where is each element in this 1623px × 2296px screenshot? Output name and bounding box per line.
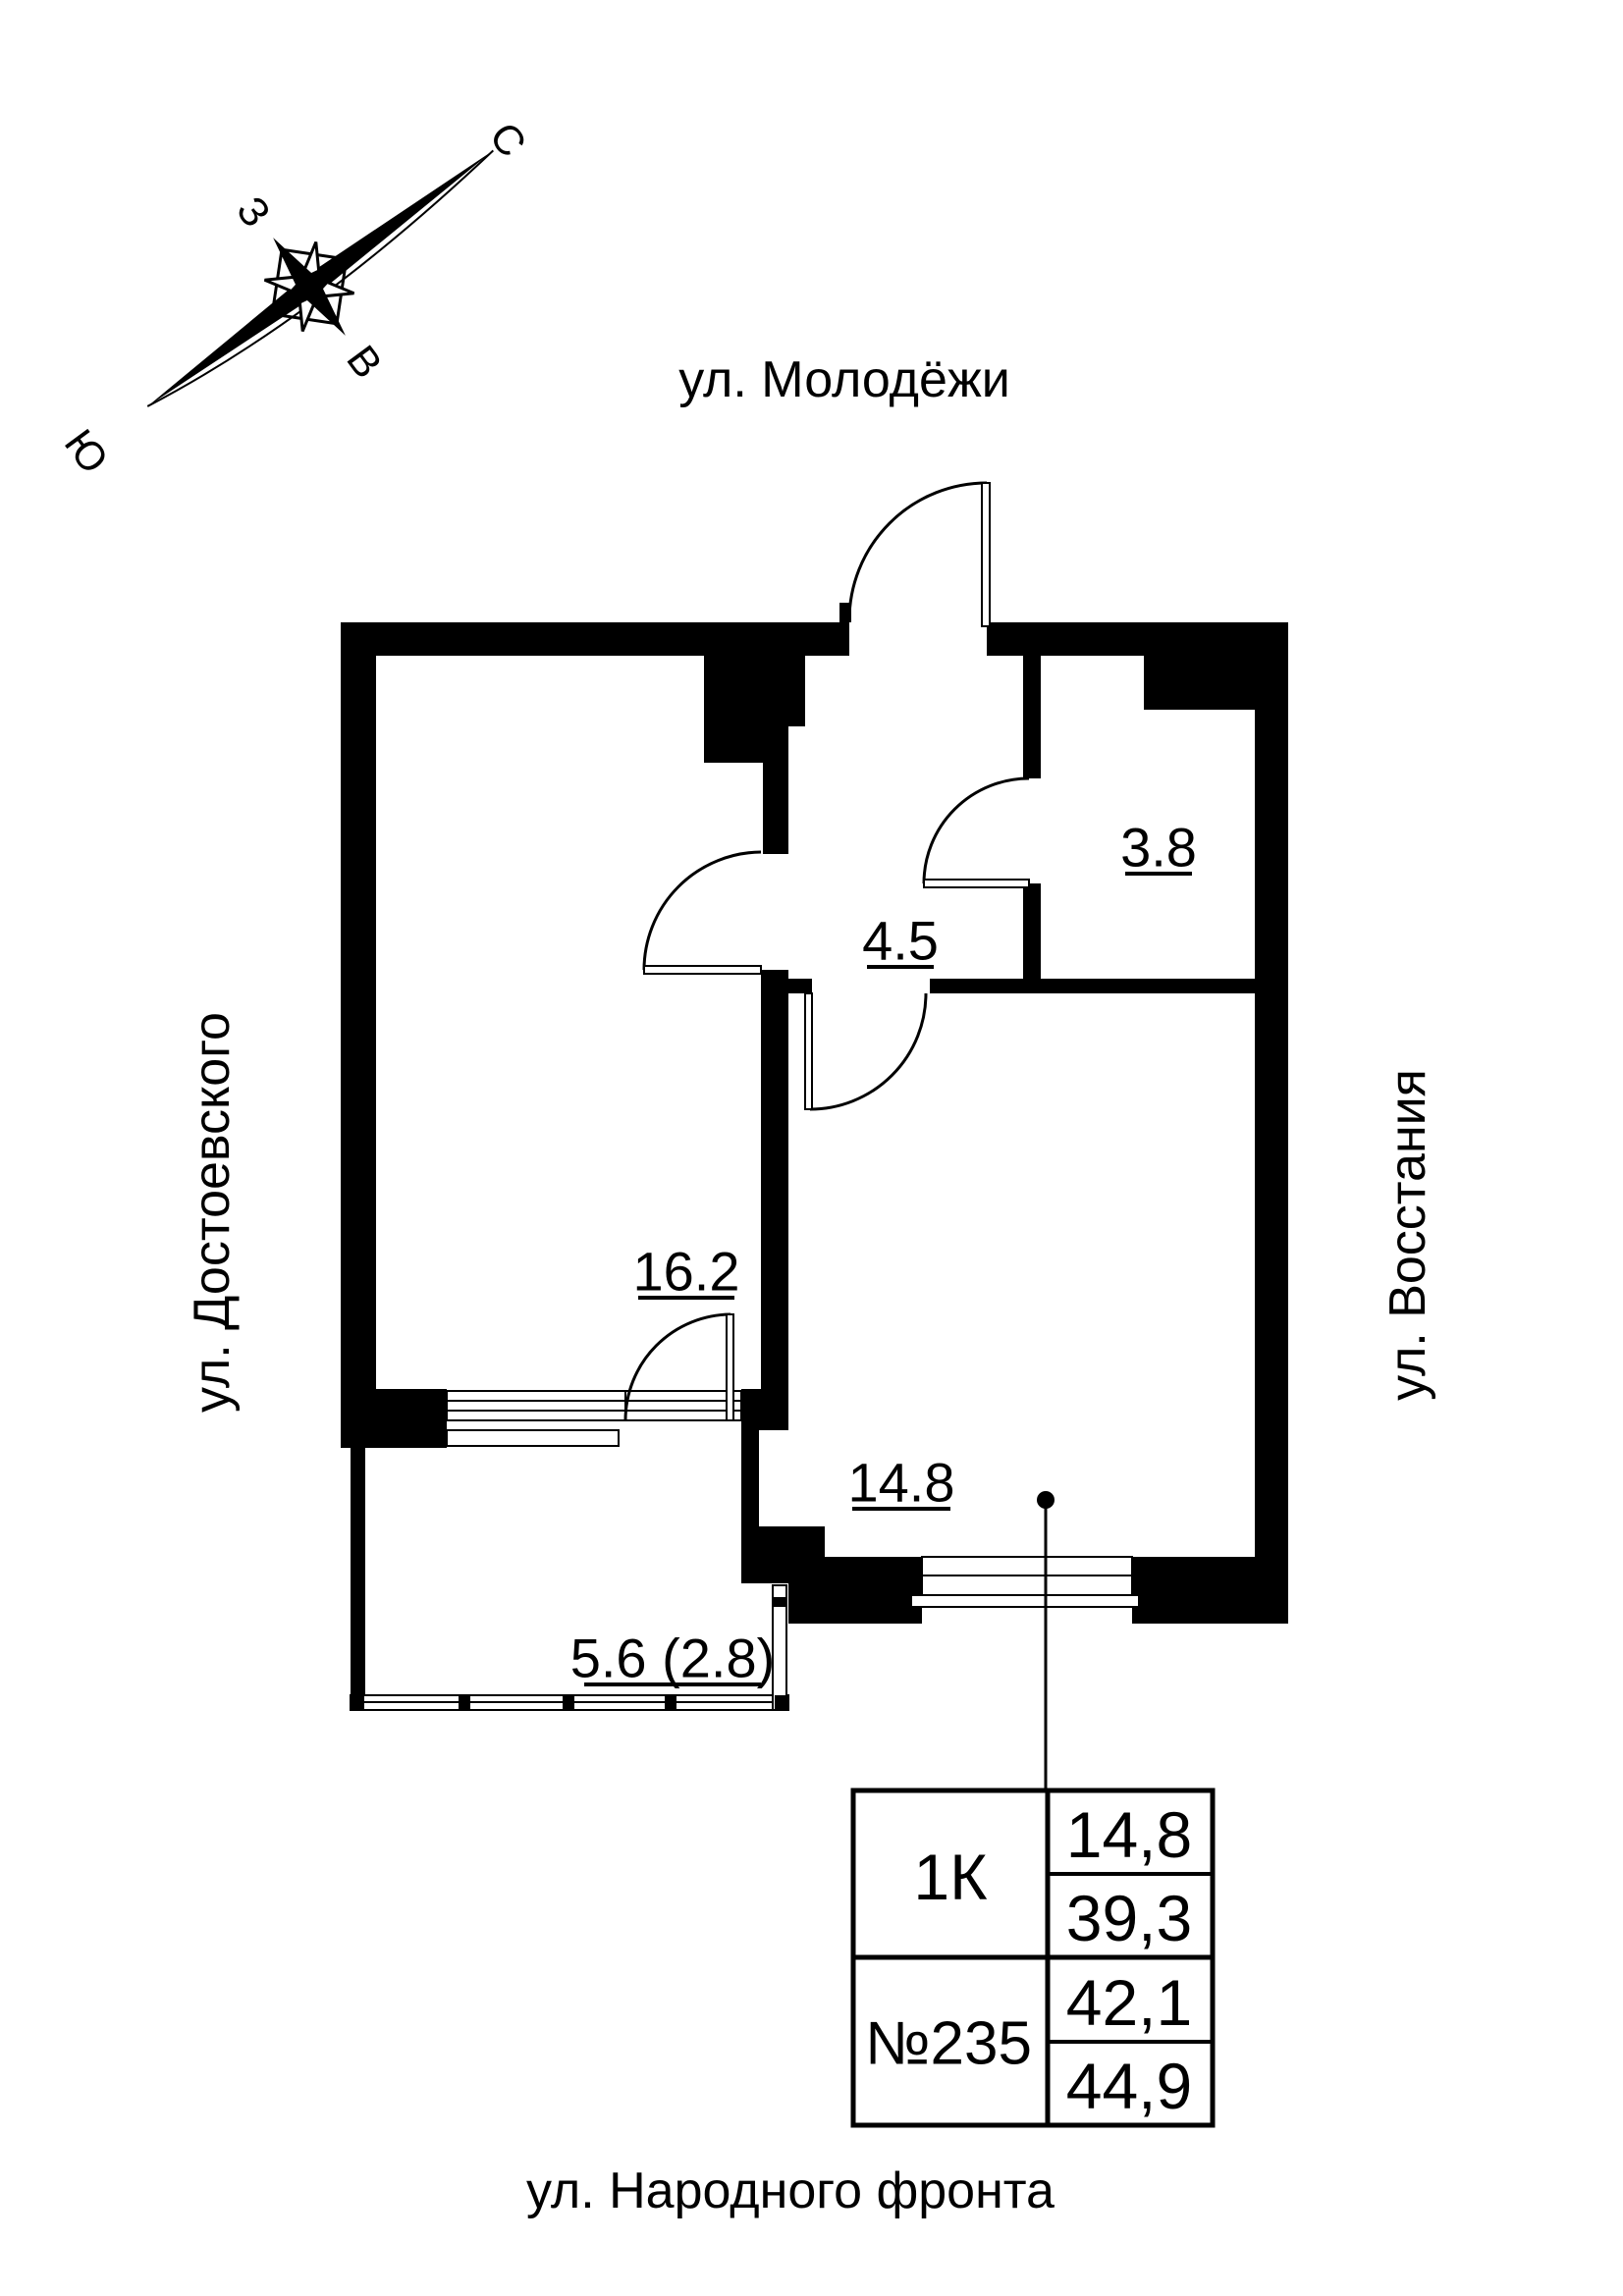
living-area-value: 14,8 [1066, 1798, 1192, 1871]
street-top: ул. Молодёжи [678, 351, 1010, 408]
balcony-parapet-post [665, 1695, 676, 1710]
room-label-balcony: 5.6 (2.8) [570, 1628, 776, 1689]
entrance-door-arc [847, 481, 988, 621]
balcony-parapet-post [563, 1695, 574, 1710]
room-label-bathroom: 3.8 [1120, 817, 1197, 879]
room-label-hallway: 4.5 [862, 910, 939, 972]
entrance-door-leaf [981, 482, 991, 627]
compass-star-cardinal [260, 238, 358, 336]
apartment-type: 1К [913, 1841, 988, 1913]
balcony-parapet-post [775, 1695, 788, 1710]
closet-block-a [704, 655, 805, 726]
apartment-number: №235 [865, 2010, 1032, 2078]
room-label-bedroom: 14.8 [848, 1452, 955, 1514]
area-first-value: 39,3 [1066, 1882, 1192, 1954]
area-second-value: 42,1 [1066, 1966, 1192, 2039]
duct-block [1144, 656, 1255, 710]
room-label-livingroom: 16.2 [633, 1241, 740, 1303]
wall-bath-partition-lower [1023, 883, 1041, 991]
bathroom-door-leaf [923, 879, 1030, 888]
wall-hall-bedroom-right [930, 979, 1255, 993]
street-left: ул. Достоевского [184, 1012, 241, 1413]
room-labels: 4.5 3.8 16.2 14.8 5.6 (2.8) [570, 817, 1197, 1689]
bathroom-door-arc [922, 776, 1030, 884]
balcony-parapet-post [351, 1695, 364, 1710]
wall-hall-bedroom-left [788, 979, 812, 993]
walls [341, 603, 1288, 1698]
pier-livingroom-window-left [376, 1389, 447, 1430]
leader-dot [1037, 1491, 1055, 1509]
compass-label-north: С [481, 114, 536, 165]
total-area-value: 44,9 [1066, 2050, 1192, 2122]
livingroom-door-arc [642, 850, 762, 971]
wall-bath-partition-upper [1023, 655, 1041, 778]
bedroom-window-sill [910, 1594, 1140, 1608]
livingroom-door-leaf [643, 965, 762, 975]
wall-balcony-left [351, 1430, 365, 1698]
wall-top-right-segment [987, 622, 1288, 656]
wall-livingroom-bedroom [761, 970, 788, 1430]
windows [446, 1390, 1140, 1608]
bedroom-door-leaf [804, 992, 813, 1110]
wall-bedroom-bottom-left-pier [788, 1557, 922, 1624]
info-table: 1К №235 14,8 39,3 42,1 44,9 [850, 1788, 1216, 2128]
balcony-threshold-line [446, 1429, 620, 1447]
balcony-threshold-block [341, 1430, 447, 1448]
street-bottom: ул. Народного фронта [526, 2163, 1055, 2219]
wall-bedroom-left-jog [741, 1430, 759, 1583]
bedroom-door-arc [809, 992, 928, 1111]
compass-label-south: Ю [56, 421, 118, 482]
wall-right-exterior [1255, 622, 1288, 1624]
compass-label-west: З [228, 187, 280, 235]
balcony-parapet-tick-right [773, 1597, 786, 1607]
wall-bedroom-bottom-right-pier [1132, 1557, 1255, 1624]
wall-livingroom-door-jamb [763, 763, 788, 854]
balcony-parapet [350, 1584, 789, 1711]
doors [623, 481, 1030, 1421]
balcony-parapet-post [459, 1695, 470, 1710]
street-right: ул. Восстания [1380, 1069, 1436, 1401]
pier-livingroom-window-right [741, 1389, 761, 1430]
wall-top-left-segment [341, 622, 849, 656]
closet-block-b [704, 726, 788, 763]
balcony-door-leaf [726, 1313, 734, 1421]
compass-label-east: В [338, 337, 391, 386]
livingroom-window [446, 1390, 742, 1421]
wall-left-exterior [341, 622, 376, 1430]
balcony-door-arc [623, 1312, 731, 1421]
compass-rose: С Ю З В [56, 114, 536, 482]
leader [1037, 1491, 1055, 1790]
